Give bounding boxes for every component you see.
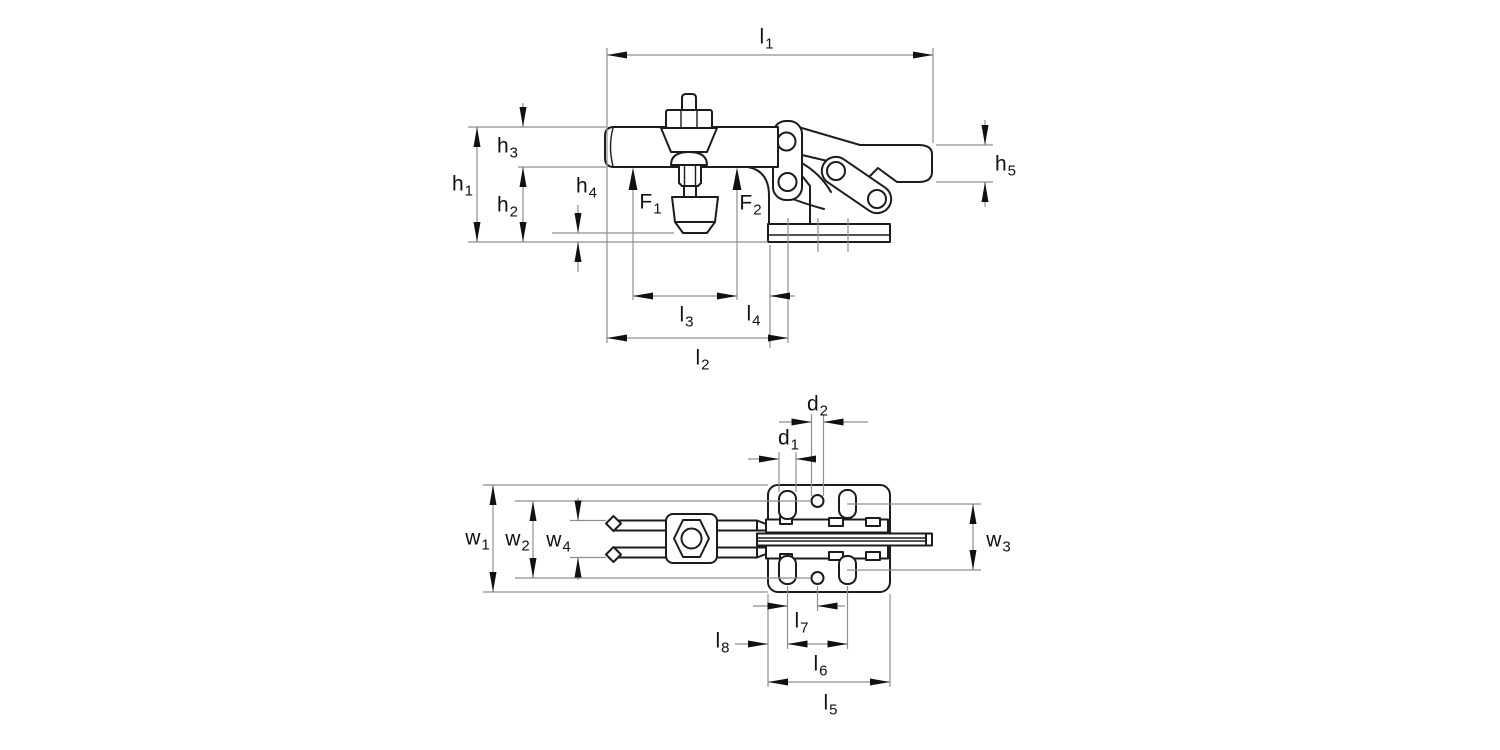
prong-tip-upper [605,515,622,532]
prong-neck-lower [756,546,767,559]
spindle-hex-nut [665,109,713,129]
force-arrow-f1 [628,167,638,190]
tab [865,517,881,527]
clamp-foot-tip [674,221,716,234]
prong-neck-upper [756,519,767,532]
spindle-dome-washer [670,151,708,166]
dim-label-w1: w1 [465,526,490,554]
dim-label-l3: l3 [679,303,694,331]
dim-label-l4: l4 [746,302,761,330]
dim-label-w2: w2 [505,527,530,555]
dim-label-l5: l5 [823,691,838,719]
force-arrow-f2 [732,167,742,190]
dim-label-d2: d2 [806,392,829,420]
toggle-link-pin-lower [867,189,887,209]
handle [794,125,933,183]
tab [828,517,844,527]
spindle-assembly [660,93,719,234]
spindle-thread-circle [680,527,703,550]
spindle-neck [683,185,697,198]
dim-label-w4: w4 [546,528,571,556]
mounting-slot-bottom-left [778,555,797,585]
dim-label-h5: h5 [994,152,1017,180]
dim-label-h2: h2 [496,193,519,221]
dim-label-h3: h3 [496,134,519,162]
linkage-curve [799,161,832,193]
dim-label-h4: h4 [575,174,598,202]
extension-lines-plan-view [483,414,981,687]
side-view-drawing [604,93,933,243]
dimension-lines-plan-view [489,418,977,686]
prong-tip-lower [605,546,622,563]
dim-label-l7: l7 [794,609,809,637]
dim-label-l6: l6 [813,652,828,680]
dim-label-h1: h1 [451,172,474,200]
force-label-f1: F1 [639,190,662,218]
pivot-pin-upper [776,131,797,152]
pivot-pin-lower [777,172,798,192]
spindle-flange [660,127,718,153]
extension-lines-side-view [468,48,993,348]
spindle-stud [681,93,697,113]
dim-label-d1: d1 [777,426,800,454]
base-plate-side [767,223,891,243]
dim-label-l8: l8 [715,629,730,657]
clamp-arm-end-curve [609,127,614,167]
dimension-lines-side-view [473,51,989,342]
center-hole-top [810,494,825,508]
center-hole-bottom [810,571,825,585]
mounting-slot-top-left [778,490,797,520]
dim-label-l2: l2 [695,346,710,374]
force-label-f2: F2 [739,191,762,219]
dim-label-w3: w3 [986,528,1011,556]
dim-label-l1: l1 [759,25,774,53]
toggle-link-pin-upper [826,161,846,181]
spindle-hex-body [678,164,702,187]
plan-view-drawing [605,484,933,593]
clamp-foot [671,196,719,223]
tab [865,551,881,561]
handle-shaft-top-view [756,532,933,547]
